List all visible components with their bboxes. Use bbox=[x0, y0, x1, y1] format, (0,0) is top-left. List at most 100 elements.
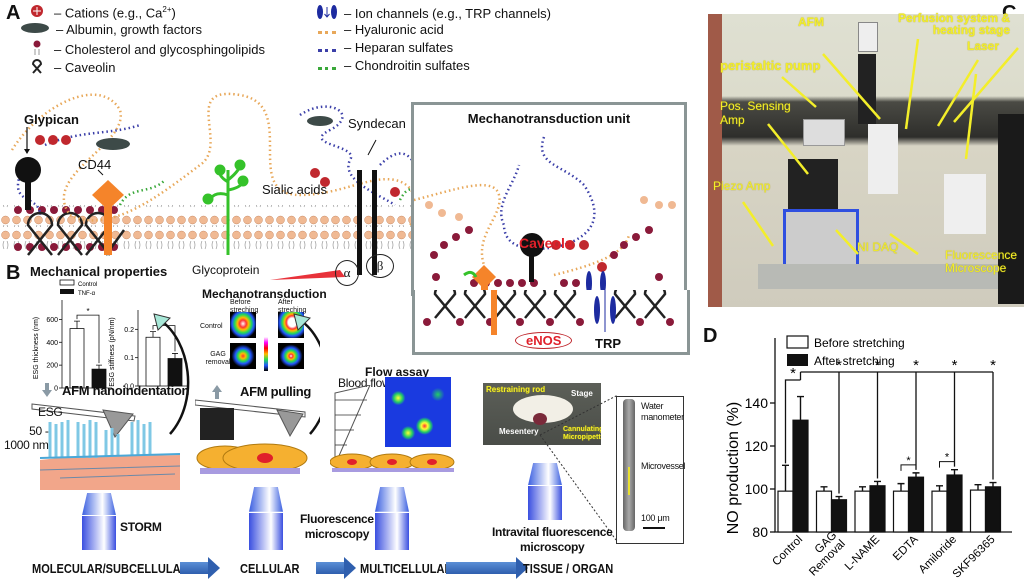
significance-bracket bbox=[784, 379, 801, 464]
legend-label: – Albumin, growth factors bbox=[56, 22, 202, 37]
significance-star: * bbox=[836, 357, 842, 374]
bar-after bbox=[869, 485, 886, 533]
error-bar bbox=[820, 486, 828, 492]
y-axis-label: NO production (%) bbox=[725, 402, 742, 535]
significance-star: * bbox=[790, 365, 796, 382]
label-pos-sensing-amp: Pos. Sensing Amp bbox=[720, 99, 791, 127]
bar-after bbox=[830, 499, 848, 533]
label-glypican: Glypican bbox=[24, 112, 79, 127]
significance-bracket bbox=[900, 464, 917, 471]
label-ni-daq: NI DAQ bbox=[857, 240, 899, 254]
flow-profile bbox=[334, 385, 371, 465]
y-tick-label: 140 bbox=[745, 395, 769, 411]
water-manometer-label: Water manometer bbox=[641, 401, 684, 422]
stage-cellular: CELLULAR bbox=[240, 561, 300, 576]
error-bar bbox=[150, 331, 156, 338]
panel-label-a: A bbox=[6, 2, 21, 24]
x-tick-label: Control bbox=[770, 534, 805, 569]
legend-label: – Heparan sulfates bbox=[344, 40, 454, 55]
flow-direction-arrow-icon bbox=[628, 467, 630, 495]
dotted-line-icon bbox=[316, 58, 338, 73]
legend-swatch-before bbox=[786, 335, 809, 349]
microscope-column bbox=[858, 54, 876, 124]
label-afm: AFM bbox=[798, 15, 824, 29]
legend-item-albumin: – Albumin, growth factors bbox=[20, 22, 202, 37]
lab-setup-photo bbox=[708, 14, 1024, 307]
stage-label: Stage bbox=[571, 389, 593, 398]
cation-cluster bbox=[35, 135, 71, 145]
objective-storm bbox=[82, 493, 116, 550]
stage-tissue-organ: TISSUE / ORGAN bbox=[523, 561, 614, 576]
mechanotransduction-unit-lower: eNOS TRP bbox=[412, 282, 690, 355]
legend-swatch-after bbox=[787, 354, 808, 366]
bar-after bbox=[792, 419, 809, 533]
microvessel-image bbox=[623, 399, 635, 531]
x-tick-label: SKF96365 bbox=[951, 534, 998, 580]
glypican-protein bbox=[15, 127, 41, 210]
dotted-line-icon bbox=[316, 22, 338, 37]
stage-arrow-2 bbox=[316, 557, 356, 579]
y-tick-label: 200 bbox=[46, 363, 58, 370]
bar-after bbox=[984, 486, 1002, 533]
legend-label: – Chondroitin sulfates bbox=[344, 58, 470, 73]
fluorescence-microscopy-label: Fluorescence microscopy bbox=[300, 512, 374, 541]
laser-power-supply bbox=[944, 174, 986, 234]
caveola-diagram bbox=[414, 136, 676, 293]
label-sialic-acids: Sialic acids bbox=[262, 182, 328, 197]
legend-item-chondroitin: – Chondroitin sulfates bbox=[316, 58, 470, 73]
bar-after bbox=[907, 476, 925, 533]
legend-item-hyaluronic: – Hyaluronic acid bbox=[316, 22, 444, 37]
afm-nanoindentation-label: AFM nanoindentation bbox=[62, 383, 190, 398]
x-tick-label: L-NAME bbox=[843, 533, 882, 572]
row-label-control: Control bbox=[200, 323, 223, 330]
y-tick-label: 400 bbox=[46, 340, 58, 347]
label-cd44: CD44 bbox=[78, 157, 112, 172]
significance-star: * bbox=[86, 307, 89, 316]
significance-star: * bbox=[990, 357, 996, 374]
intravital-microscopy-label: Intravital fluorescence microscopy bbox=[492, 525, 613, 554]
zoom-dotted-lines bbox=[539, 394, 619, 541]
beta-subunit: β bbox=[366, 254, 394, 278]
label-glycoprotein: Glycoprotein bbox=[192, 263, 260, 277]
legend-item-caveolin: – Caveolin bbox=[26, 58, 115, 77]
error-bar bbox=[74, 320, 80, 329]
bar-before bbox=[892, 490, 910, 533]
blood-flow-label: Blood flow bbox=[338, 376, 391, 390]
significance-star: * bbox=[875, 357, 881, 374]
cell-image-gag-after bbox=[278, 343, 304, 369]
legend-item-cations: – Cations (e.g., Ca2+) bbox=[26, 4, 176, 21]
cell-image-gag-before bbox=[230, 343, 256, 369]
flow-assay-title: Flow assay bbox=[365, 365, 430, 379]
flow-assay-image bbox=[385, 377, 451, 447]
bar-before bbox=[777, 490, 794, 533]
microvessel-inset: Water manometer Microvessel 100 μm bbox=[616, 396, 686, 544]
y-tick-label: 80 bbox=[752, 524, 768, 540]
legend-item-heparan: – Heparan sulfates bbox=[316, 40, 453, 55]
legend-label: – Cholesterol and glycosphingolipids bbox=[54, 42, 266, 57]
cation-icon bbox=[26, 4, 48, 21]
chondroitin-sulfate-chain bbox=[118, 179, 417, 206]
scale-bar bbox=[643, 527, 665, 529]
trp-label: TRP bbox=[595, 336, 621, 351]
legend-swatch-control bbox=[59, 279, 75, 286]
annotation-arrows bbox=[741, 38, 1019, 256]
pointer-wedge bbox=[270, 270, 345, 280]
error-bar bbox=[782, 464, 789, 492]
scale-bar-label: 100 μm bbox=[641, 513, 670, 523]
mini-y-axis-label: ESG thickness (nm) bbox=[33, 317, 40, 379]
significance-star: * bbox=[945, 452, 950, 464]
bar-before bbox=[931, 490, 948, 533]
cd44-protein bbox=[92, 169, 124, 255]
x-tick-label: GAGRemoval bbox=[799, 529, 848, 578]
intravital-setup-photo: Restraining rod Stage Mesentery Cannulat… bbox=[483, 383, 601, 445]
hyaluronic-acid-chain bbox=[10, 92, 418, 226]
syndecan-protein bbox=[307, 116, 400, 275]
label-piezo-amp: Piezo Amp bbox=[713, 179, 771, 193]
label-laser: Laser bbox=[967, 39, 1000, 53]
error-bar bbox=[951, 468, 958, 476]
amplifier-device bbox=[788, 159, 838, 214]
label-peristaltic-pump: peristaltic pump bbox=[720, 58, 821, 73]
error-bar bbox=[874, 480, 881, 486]
mechanotransduction-unit-title: Mechanotransduction unit bbox=[467, 111, 631, 126]
